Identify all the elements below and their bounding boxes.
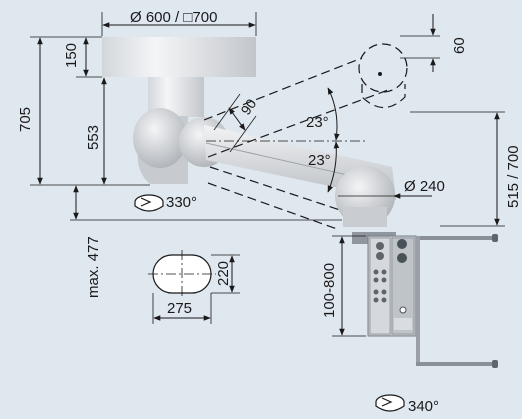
rotation-icon [375,394,405,412]
rotation-340-label: 340° [408,398,439,415]
top-diameter-label: Ø 600 / □700 [130,9,217,26]
supply-unit [352,232,417,337]
max-477-label: max. 477 [85,236,102,298]
dim-220-label: 220 [215,261,232,286]
dim-515-700-label: 515 / 700 [505,145,522,208]
dim-553-label: 553 [85,125,102,150]
shelf-rails [416,234,498,368]
dim-60-label: 60 [451,37,468,54]
rotation-330-label: 330° [166,194,197,211]
lowered-arm-position [207,166,341,230]
dim-100-800-label: 100-800 [321,263,338,318]
profile-section [148,250,216,298]
pivot-joint [133,108,229,184]
ceiling-canopy [102,37,256,117]
angle-lower-label: 23° [308,152,331,169]
dim-705-label: 705 [17,107,34,132]
angle-upper-label: 23° [306,114,329,131]
dim-150-label: 150 [63,43,80,68]
dim-275-label: 275 [167,300,192,317]
rotation-icon [134,194,164,212]
arm-end-joint [335,166,395,227]
diameter-240-label: Ø 240 [404,178,445,195]
